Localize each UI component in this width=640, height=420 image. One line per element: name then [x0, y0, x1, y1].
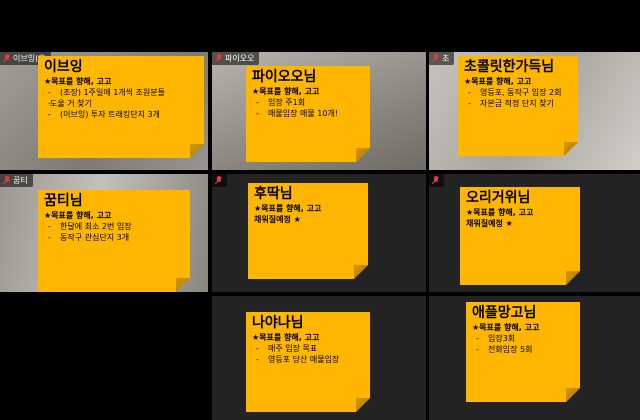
note-item: 전화임장 5회 [472, 344, 574, 355]
sticky-note-applemango: 애플망고님 ★목표를 향해, 고고 임장3회 전화임장 5회 [466, 302, 580, 402]
note-title: 이브잉 [44, 59, 83, 75]
mic-muted-icon [432, 176, 439, 185]
note-pending: 채워질예정 ★ [466, 219, 513, 228]
note-title: 꿈티님 [44, 193, 83, 209]
note-title: 오리거위님 [466, 190, 531, 206]
participant-name: 꿈티 [13, 176, 28, 185]
note-list: 한달에 최소 2번 임장 동작구 관심단지 3개 [44, 221, 184, 243]
sticky-note-evening: 이브잉 ★목표를 향해, 고고 (조장) 1주일에 1개씩 조원분들 도울 거 … [38, 56, 204, 158]
note-title: 애플망고님 [472, 305, 537, 321]
mic-muted-icon [3, 176, 10, 185]
note-goal: ★목표를 향해, 고고 [464, 77, 532, 86]
note-item: 임장 주1회 [252, 97, 364, 108]
participant-name: 초 [442, 54, 450, 63]
note-pending: 채워질예정 ★ [254, 215, 301, 224]
note-item: (이브잉) 투자 트래킹단지 3개 [44, 109, 198, 120]
mic-muted-icon [432, 54, 439, 63]
note-goal: ★목표를 향해, 고고 [44, 77, 112, 86]
mic-muted-icon [215, 176, 222, 185]
note-goal: ★목표를 향해, 고고 [254, 204, 322, 213]
note-list: 영등포, 동작구 임장 2회 자본금 적정 단지 찾기 [464, 87, 572, 109]
note-goal: ★목표를 향해, 고고 [44, 211, 112, 220]
note-item: 영등포, 동작구 임장 2회 [464, 87, 572, 98]
sticky-note-origeowi: 오리거위님 ★목표를 향해, 고고 채워질예정 ★ [460, 187, 580, 285]
mic-muted-icon [215, 54, 222, 63]
sticky-note-chocolate: 초콜릿한가득님 ★목표를 향해, 고고 영등포, 동작구 임장 2회 자본금 적… [458, 56, 578, 156]
note-title: 나야나님 [252, 315, 304, 331]
note-goal: ★목표를 향해, 고고 [252, 333, 320, 342]
note-item: (조장) 1주일에 1개씩 조원분들 [44, 87, 198, 98]
sticky-note-huttak: 후딱님 ★목표를 향해, 고고 채워질예정 ★ [248, 183, 368, 279]
participant-name-tag [429, 174, 444, 187]
note-title: 초콜릿한가득님 [464, 59, 555, 75]
sticky-note-nayana: 나야나님 ★목표를 향해, 고고 매주 임장 목표 영등포 당산 매물임장 [246, 312, 370, 412]
note-list: 매주 임장 목표 영등포 당산 매물임장 [252, 343, 364, 365]
participant-name-tag [212, 174, 227, 187]
participant-name-tag: 이브잉(휴 [0, 52, 51, 65]
note-list: 임장 주1회 매물임장 매물 10개! [252, 97, 364, 119]
note-item: 동작구 관심단지 3개 [44, 232, 184, 243]
participant-name-tag: 파이오오 [212, 52, 260, 65]
note-goal: ★목표를 향해, 고고 [466, 208, 534, 217]
participant-name-tag: 초 [429, 52, 455, 65]
mic-muted-icon [3, 54, 10, 63]
note-title: 파이오오님 [252, 69, 317, 85]
note-list: (조장) 1주일에 1개씩 조원분들 도울 거 찾기 (이브잉) 투자 트래킹단… [44, 87, 198, 120]
participant-name-tag: 꿈티 [0, 174, 33, 187]
note-item: 도울 거 찾기 [44, 98, 198, 109]
participant-name: 이브잉(휴 [13, 54, 46, 63]
participant-name: 파이오오 [225, 54, 255, 63]
sticky-note-kkumti: 꿈티님 ★목표를 향해, 고고 한달에 최소 2번 임장 동작구 관심단지 3개 [38, 190, 190, 292]
note-item: 영등포 당산 매물임장 [252, 354, 364, 365]
sticky-note-paioo: 파이오오님 ★목표를 향해, 고고 임장 주1회 매물임장 매물 10개! [246, 66, 370, 162]
note-list: 임장3회 전화임장 5회 [472, 333, 574, 355]
note-title: 후딱님 [254, 186, 293, 202]
note-item: 자본금 적정 단지 찾기 [464, 98, 572, 109]
note-item: 매물임장 매물 10개! [252, 108, 364, 119]
note-goal: ★목표를 향해, 고고 [252, 87, 320, 96]
note-goal: ★목표를 향해, 고고 [472, 323, 540, 332]
note-item: 한달에 최소 2번 임장 [44, 221, 184, 232]
note-item: 매주 임장 목표 [252, 343, 364, 354]
note-item: 임장3회 [472, 333, 574, 344]
